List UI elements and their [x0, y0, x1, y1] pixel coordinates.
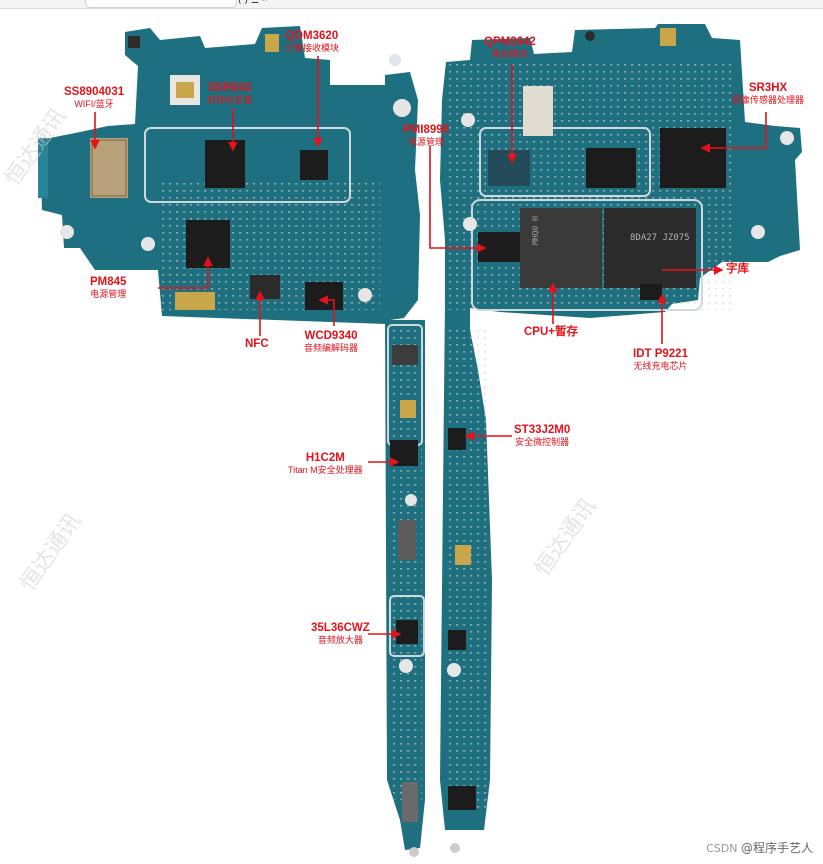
address-pill[interactable] [85, 0, 237, 8]
right-board: MHQ0 H 8DA27 JZ075 [440, 24, 802, 853]
flash-marking: 8DA27 JZ075 [630, 233, 690, 243]
left-board [38, 26, 425, 857]
label-cpu: CPU+暂存 [524, 326, 578, 338]
label-ziku: 字库 [726, 263, 749, 275]
cpu-marking: MHQ0 H [531, 216, 540, 245]
label-nfc: NFC [245, 338, 269, 350]
callout-arrows [90, 56, 767, 639]
browser-top-strip: ( ) ☰ ·· [0, 0, 823, 9]
topbar-glyphs: ( ) ☰ ·· [238, 0, 268, 6]
csdn-footer: CSDN @程序手艺人 [706, 841, 813, 855]
